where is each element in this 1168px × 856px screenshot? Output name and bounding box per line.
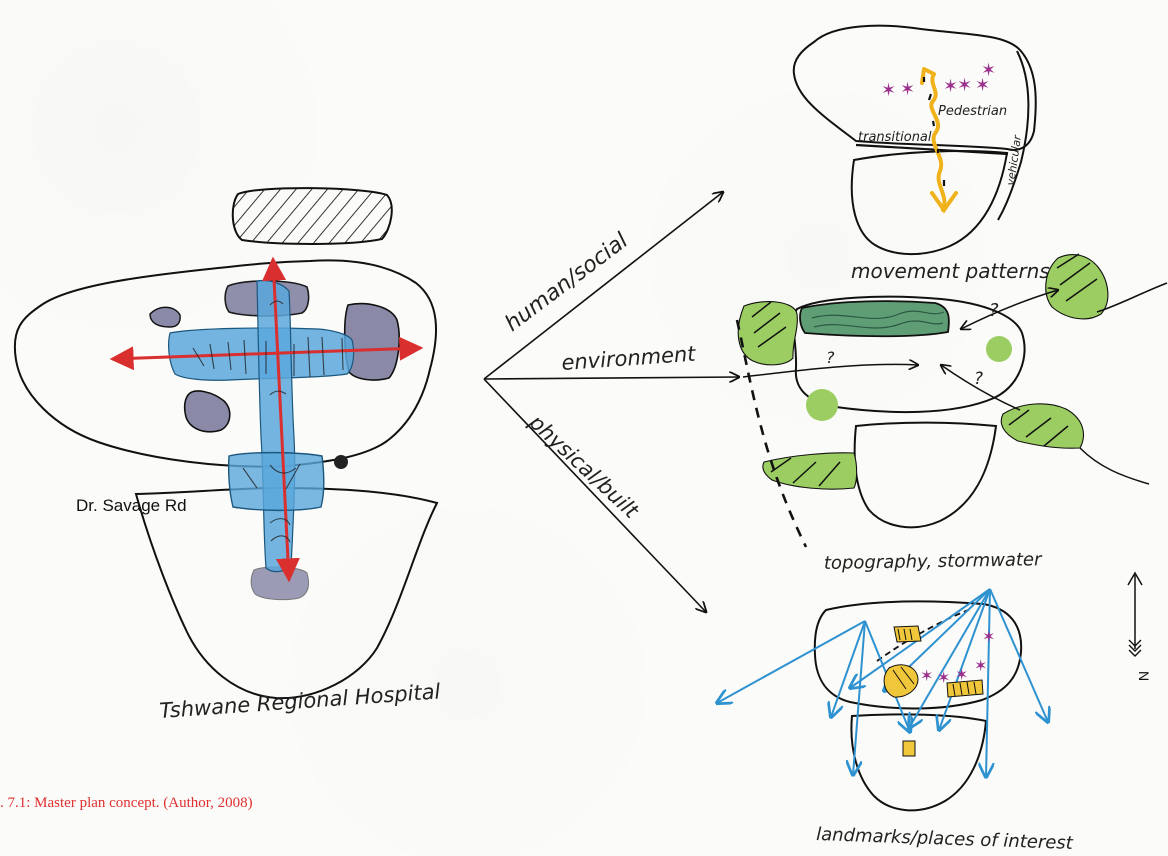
green-circle-small-1: [986, 336, 1012, 362]
main-site-plan: Tshwane Regional Hospital: [15, 188, 441, 723]
node-mark: [334, 455, 348, 469]
pedestrian-label: Pedestrian: [938, 104, 1007, 119]
hospital-label: Tshwane Regional Hospital: [159, 679, 442, 723]
svg-text:✶: ✶: [943, 76, 958, 97]
movement-lower-outline: [852, 151, 1007, 254]
question-mark-left: ?: [826, 348, 835, 367]
north-arrow: N: [1128, 573, 1152, 681]
green-zone-left: [738, 302, 797, 365]
topography-label: topography, stormwater: [824, 549, 1043, 574]
grey-block-small-left: [150, 307, 180, 327]
physical-built-label: physical/built: [524, 409, 644, 523]
landmarks-sketch: ✶ ✶ ✶ ✶ ✶ landmarks/places of interest: [717, 589, 1074, 854]
star-markers-top: ✶ ✶ ✶ ✶ ✶ ✶: [881, 60, 996, 101]
star-markers-bottom: ✶ ✶ ✶ ✶ ✶: [920, 627, 995, 687]
landmarks-lower-outline: [851, 714, 986, 810]
landmark-blue-arrows: [717, 589, 1048, 777]
green-zone-right-bottom: [1001, 404, 1083, 448]
green-circle-small-2: [806, 389, 838, 421]
branch-environment: [484, 377, 739, 379]
svg-text:✶: ✶: [955, 665, 968, 684]
upper-hatched-block: [233, 188, 392, 244]
concept-branches: human/social environment physical/built: [484, 192, 739, 612]
branch-physical-built: [484, 379, 706, 612]
svg-text:✶: ✶: [957, 75, 972, 96]
yellow-landmark-4: [903, 741, 915, 756]
landmarks-label: landmarks/places of interest: [816, 824, 1074, 854]
question-mark-right: ?: [974, 369, 983, 389]
transitional-label: transitional: [858, 130, 932, 145]
grey-block-lower-left: [185, 391, 230, 432]
figure-caption: . 7.1: Master plan concept. (Author, 200…: [0, 795, 253, 812]
topography-sketch: ? ? ? topography, stormwater: [737, 254, 1167, 574]
svg-text:✶: ✶: [981, 60, 996, 81]
movement-patterns-sketch: ✶ ✶ ✶ ✶ ✶ ✶ Pedestrian transitional vehi…: [794, 26, 1050, 283]
svg-text:✶: ✶: [920, 666, 933, 685]
environment-label: environment: [561, 342, 697, 375]
question-mark-upper: ?: [989, 300, 999, 321]
svg-text:✶: ✶: [982, 627, 995, 646]
green-zone-bottom-left: [763, 453, 857, 489]
svg-text:✶: ✶: [900, 79, 915, 100]
svg-text:✶: ✶: [937, 668, 950, 687]
right-lower-contour-line: [1080, 448, 1149, 484]
blue-road-node: [229, 453, 324, 511]
movement-patterns-label: movement patterns: [851, 259, 1050, 283]
yellow-landmark-1: [894, 626, 921, 642]
human-social-label: human/social: [501, 228, 633, 336]
topography-lower-outline: [855, 423, 996, 528]
svg-text:✶: ✶: [881, 80, 896, 101]
green-zone-right-top: [1046, 255, 1108, 319]
arrow-right-upper-flow: [961, 290, 1058, 329]
north-label: N: [1136, 671, 1152, 681]
road-label: Dr. Savage Rd: [76, 496, 187, 516]
svg-text:✶: ✶: [974, 656, 987, 675]
